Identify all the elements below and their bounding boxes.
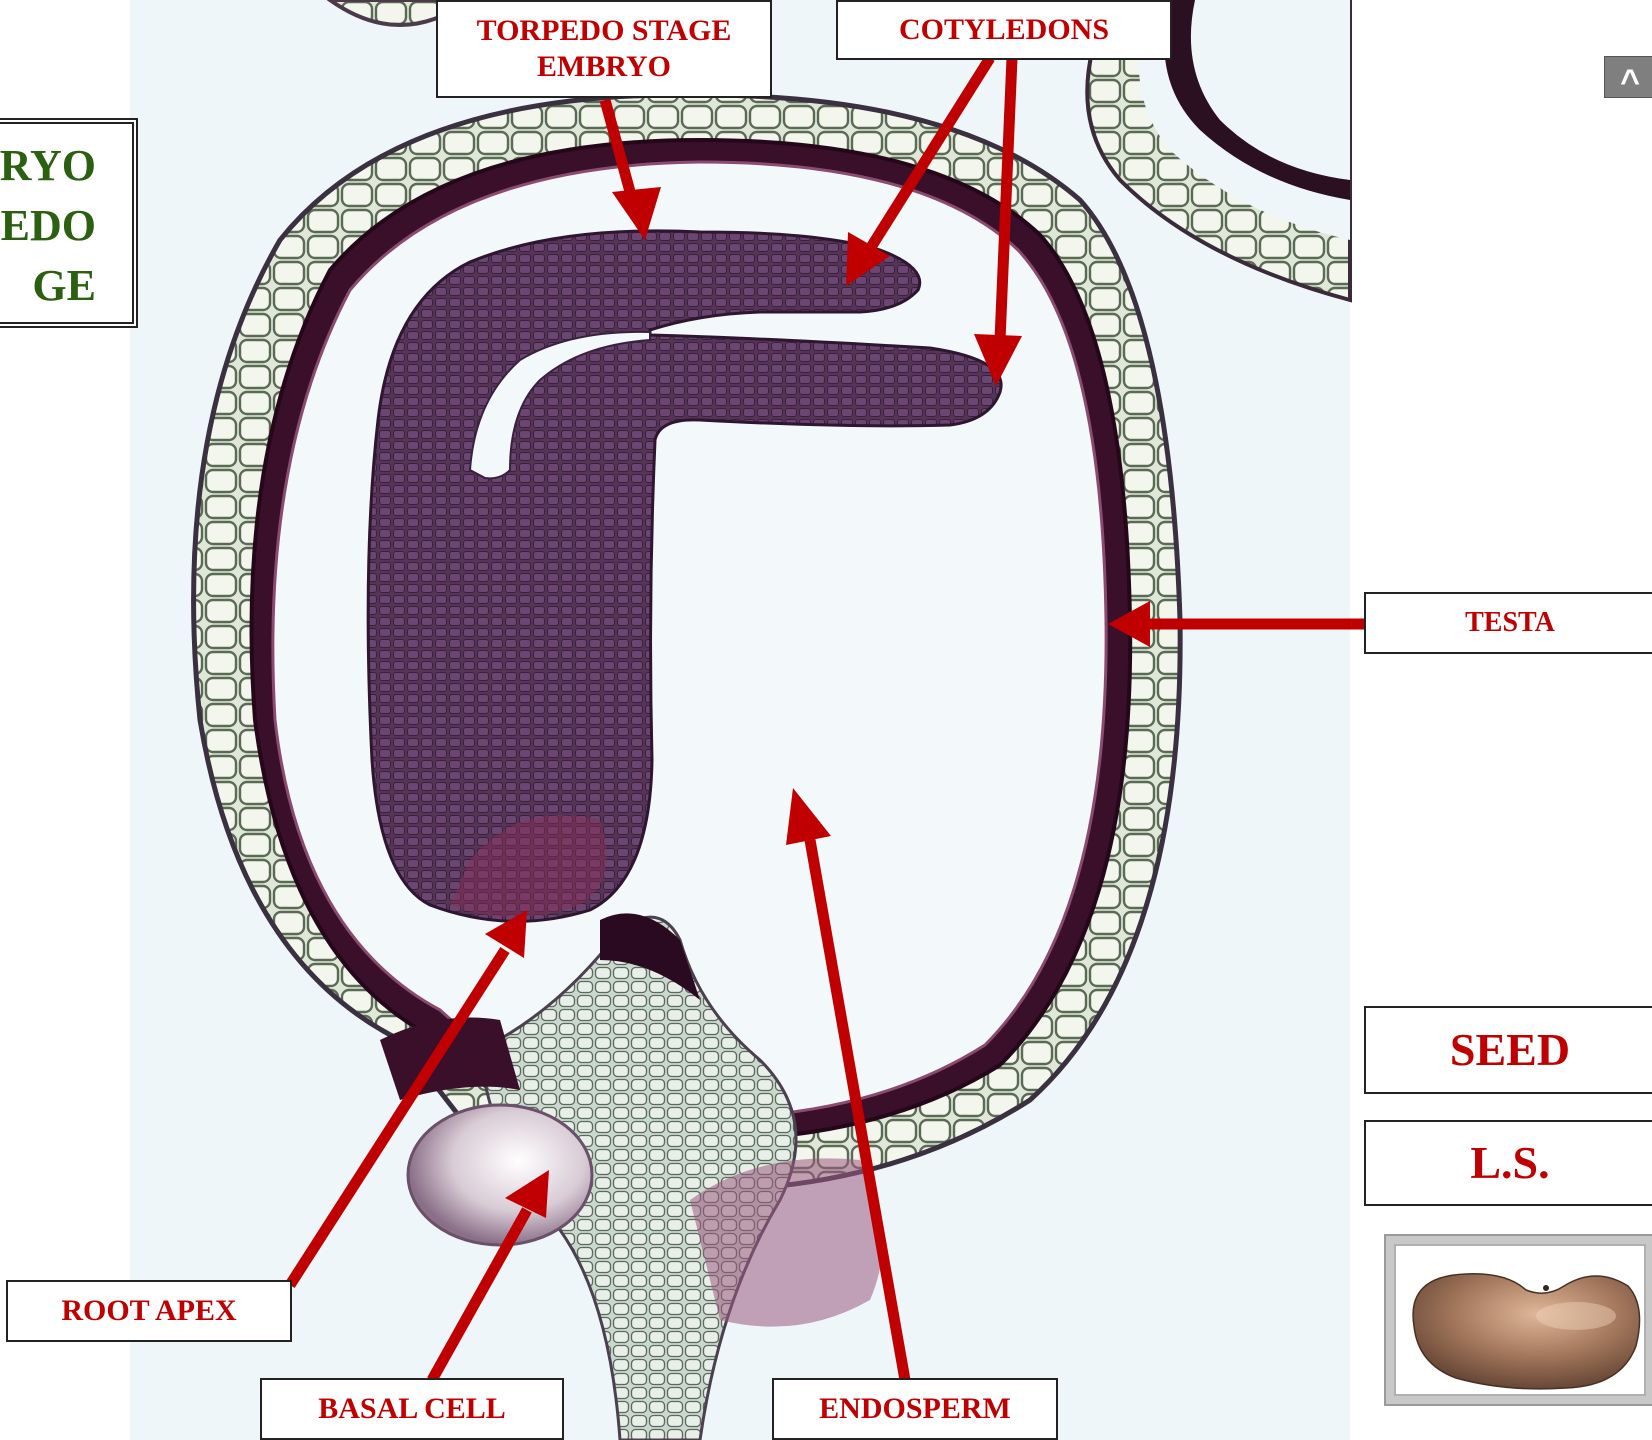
label-seed: SEED bbox=[1364, 1006, 1652, 1094]
label-ls: L.S. bbox=[1364, 1120, 1652, 1206]
label-endosperm: ENDOSPERM bbox=[772, 1378, 1058, 1440]
title-line-1: RYO bbox=[0, 136, 96, 196]
seed-thumbnail[interactable] bbox=[1384, 1234, 1652, 1406]
slide-title: RYO EDO GE bbox=[0, 118, 138, 328]
label-root-apex: ROOT APEX bbox=[6, 1280, 292, 1342]
label-torpedo-line-1: TORPEDO STAGE bbox=[477, 13, 732, 49]
title-line-2: EDO bbox=[0, 196, 96, 256]
label-basal-cell: BASAL CELL bbox=[260, 1378, 564, 1440]
label-testa: TESTA bbox=[1364, 592, 1652, 654]
title-line-3: GE bbox=[0, 256, 96, 316]
nav-up-button[interactable]: ^ bbox=[1604, 56, 1652, 98]
label-torpedo-stage-embryo: TORPEDO STAGE EMBRYO bbox=[436, 0, 772, 98]
kidney-bean-seed-icon bbox=[1396, 1246, 1646, 1396]
caret-up-icon: ^ bbox=[1620, 63, 1640, 101]
seed-thumbnail-frame bbox=[1394, 1244, 1646, 1396]
label-torpedo-line-2: EMBRYO bbox=[537, 49, 671, 85]
label-cotyledons: COTYLEDONS bbox=[836, 0, 1172, 60]
